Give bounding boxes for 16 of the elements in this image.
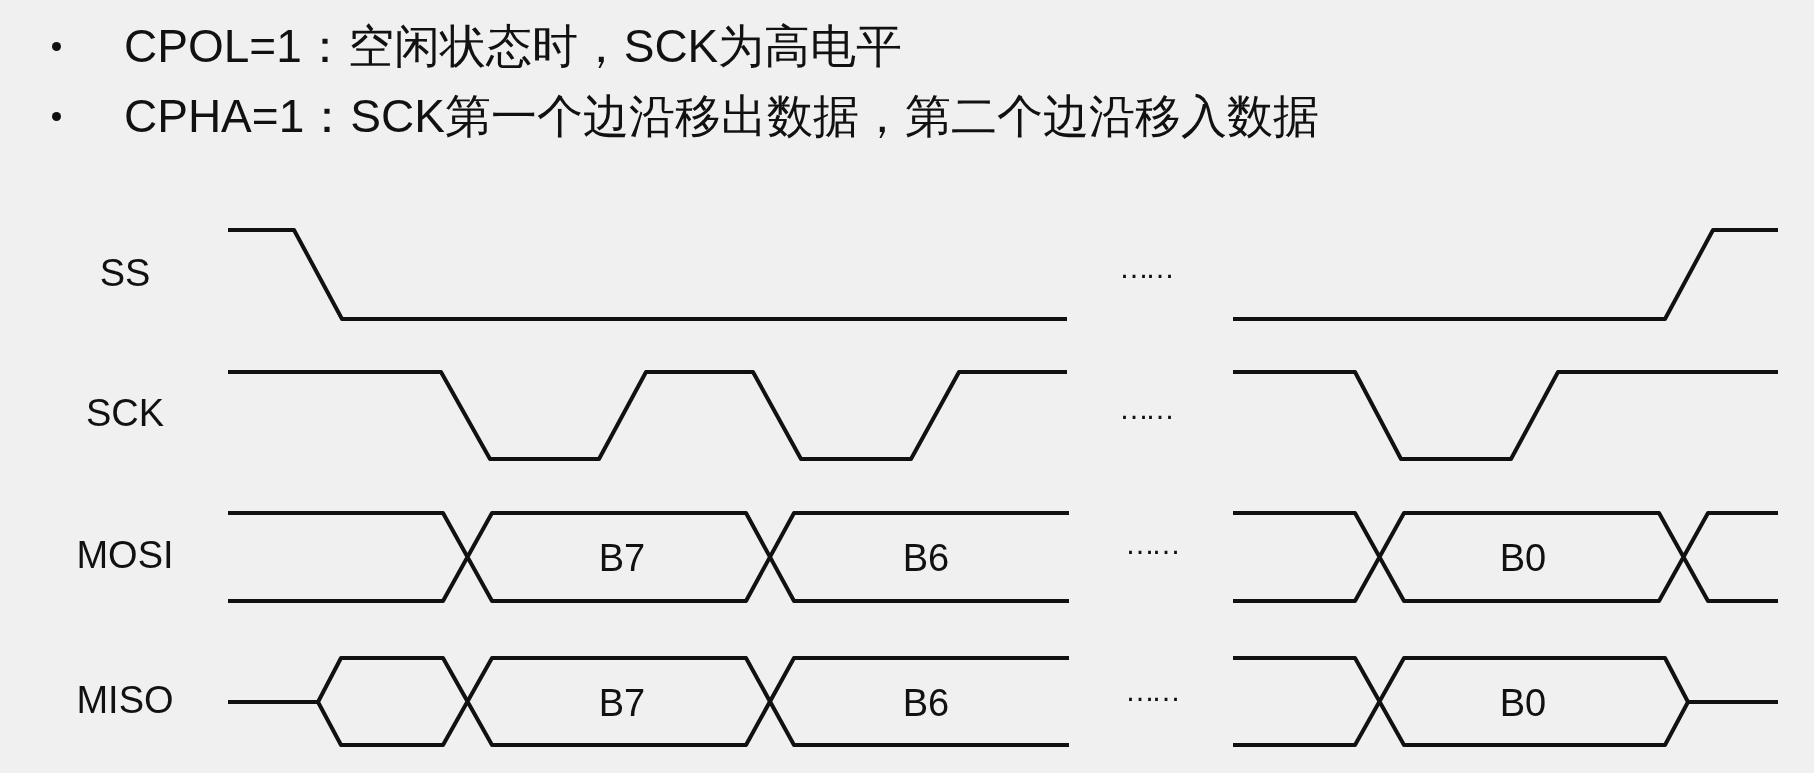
- data-bit-label: B6: [902, 684, 950, 722]
- data-bit-label: B7: [598, 539, 646, 577]
- ellipsis: ……: [1125, 529, 1177, 559]
- ellipsis: ……: [1119, 253, 1171, 283]
- ellipsis: ……: [1119, 394, 1171, 424]
- bullet-text: CPHA=1：SCK第一个边沿移出数据，第二个边沿移入数据: [124, 93, 1319, 139]
- signal-name: MOSI: [76, 536, 174, 574]
- bullet-text: CPOL=1：空闲状态时，SCK为高电平: [124, 23, 903, 69]
- signal-name: MISO: [76, 681, 174, 719]
- data-bit-label: B0: [1499, 684, 1547, 722]
- data-bit-label: B0: [1499, 539, 1547, 577]
- ellipsis: ……: [1125, 676, 1177, 706]
- signal-name: SCK: [85, 394, 165, 432]
- signal-name: SS: [99, 254, 151, 292]
- data-bit-label: B6: [902, 539, 950, 577]
- data-bit-label: B7: [598, 684, 646, 722]
